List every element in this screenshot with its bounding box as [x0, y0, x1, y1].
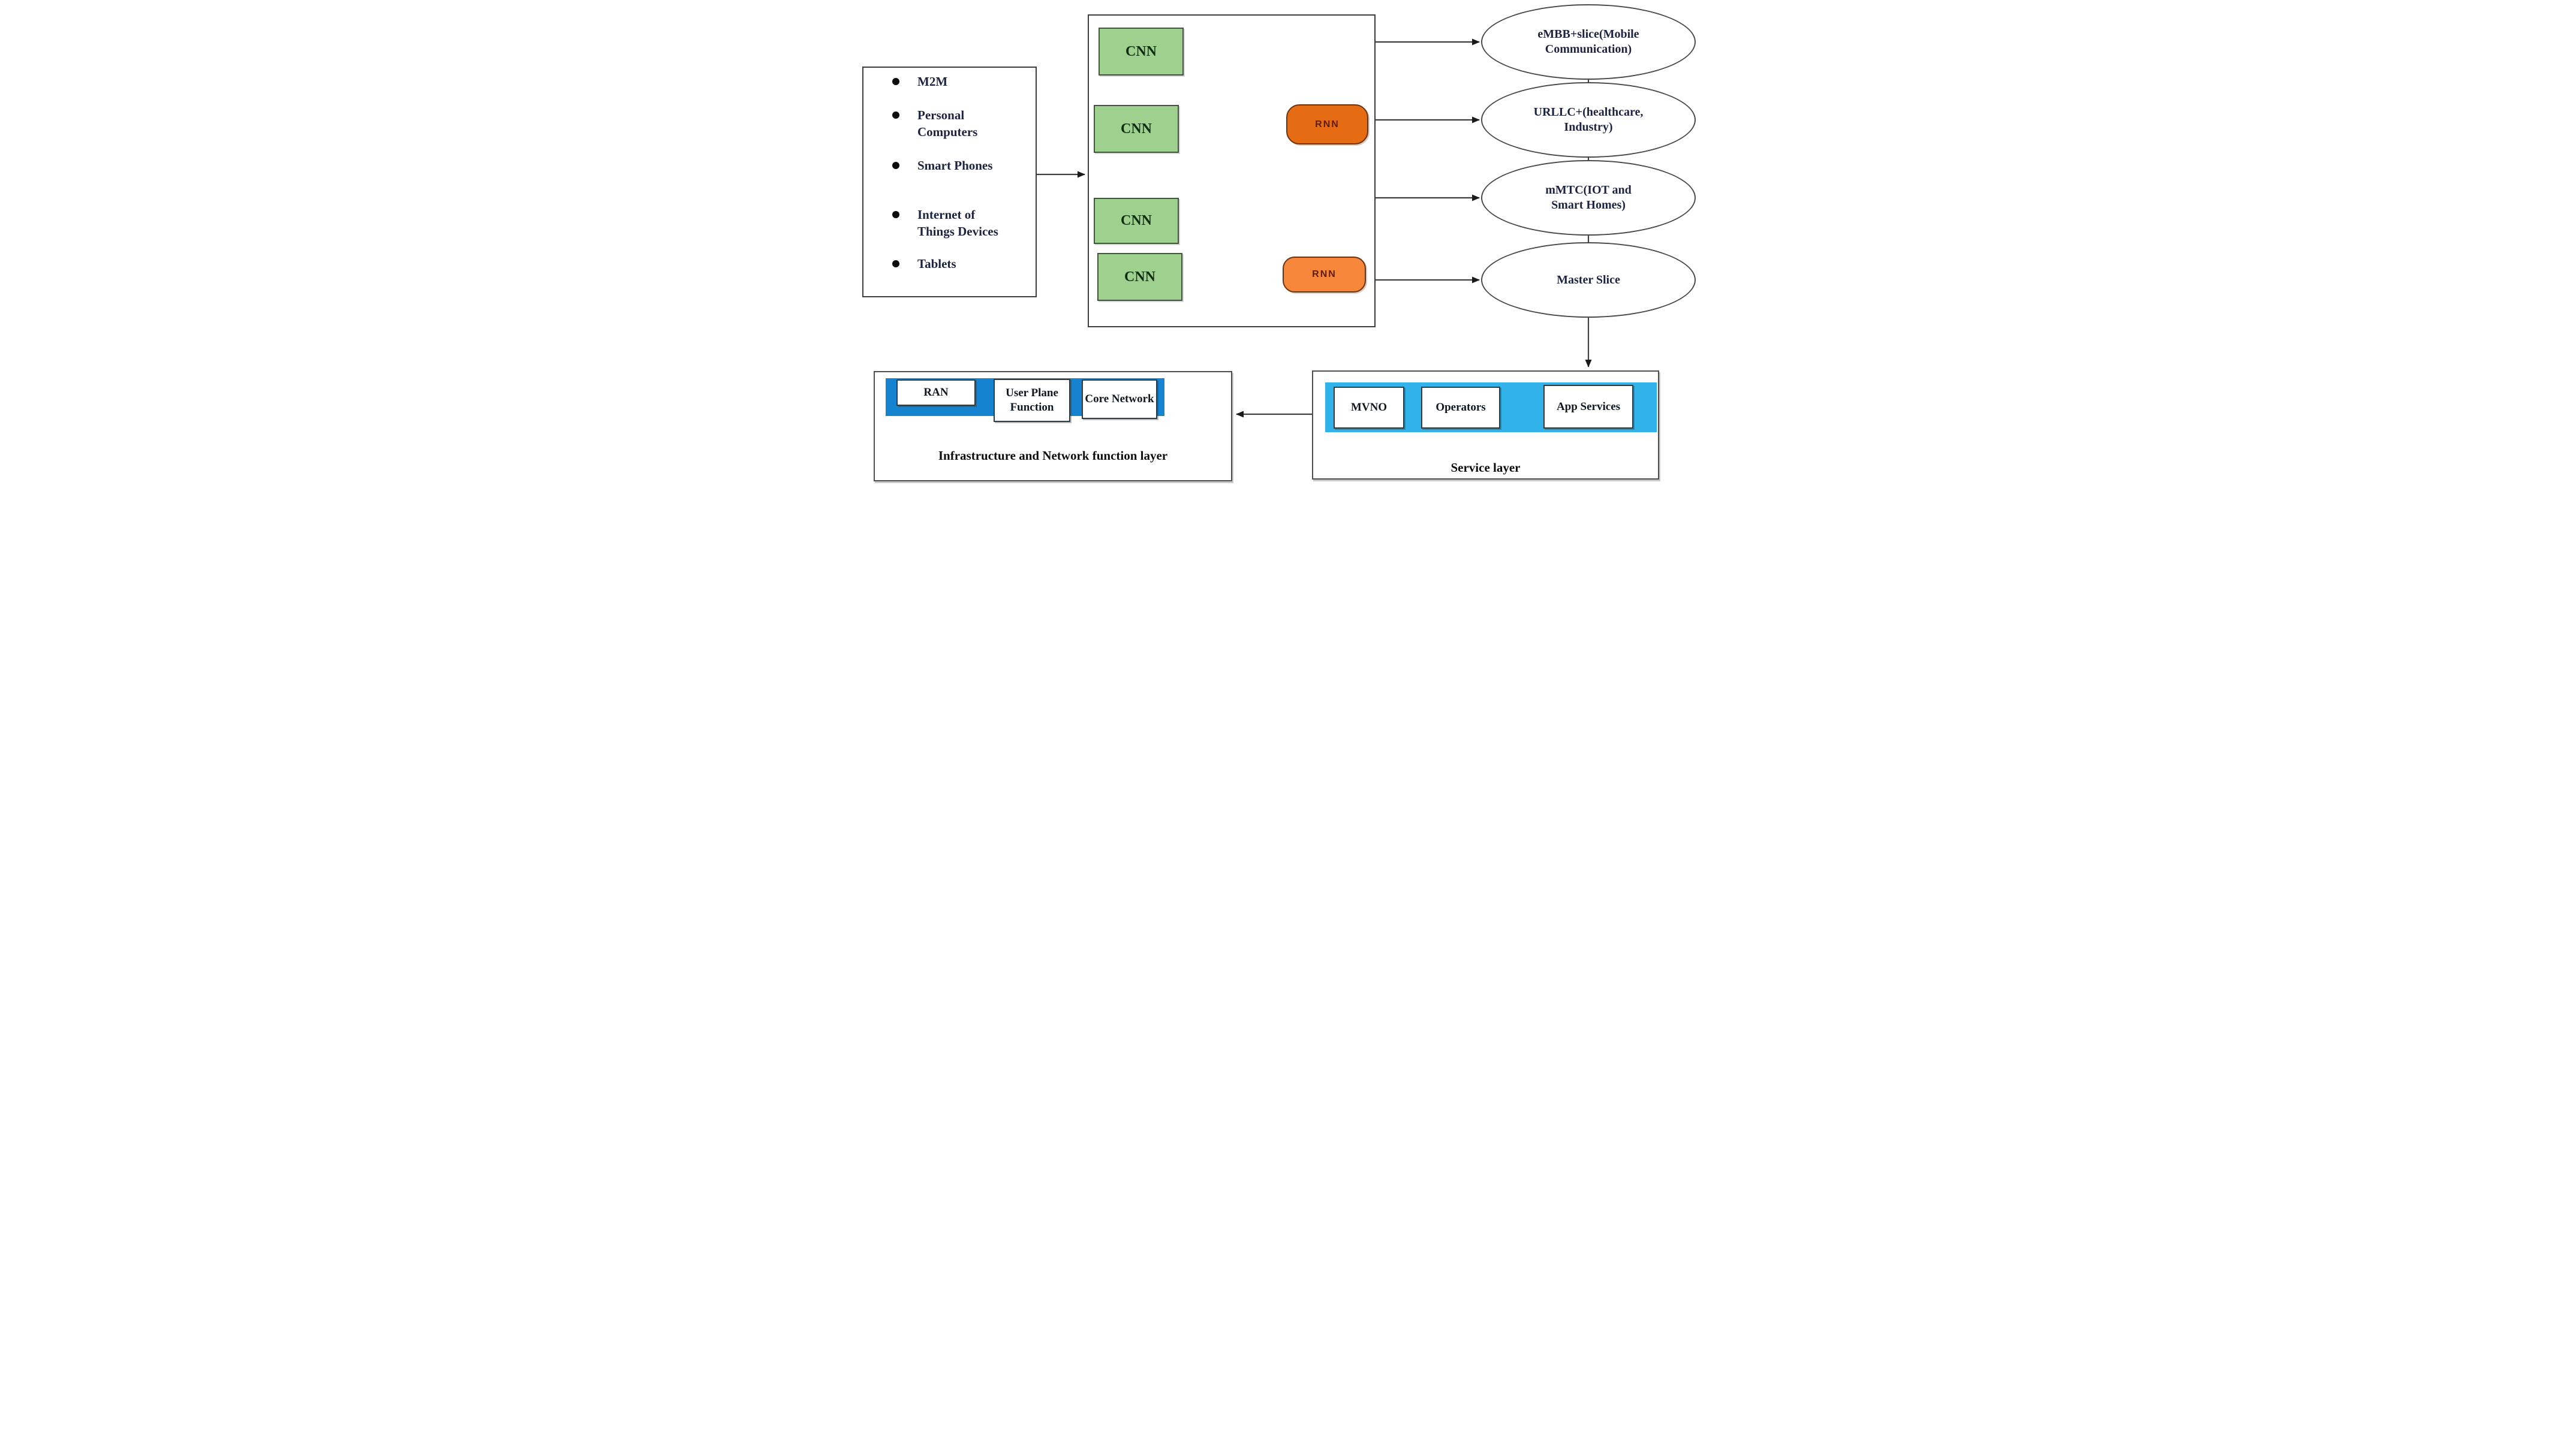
- bullet-icon: [892, 162, 899, 169]
- cnn-box-1: CNN: [1099, 28, 1184, 76]
- service-layer-caption: Service layer: [1450, 460, 1521, 475]
- devices-panel: M2M Personal Computers Smart Phones Inte…: [862, 67, 1037, 297]
- service-node-app-services: App Services: [1543, 385, 1633, 429]
- slice-ellipse-mmtc: mMTC(IOT and Smart Homes): [1481, 160, 1696, 236]
- bullet-icon: [892, 211, 899, 218]
- device-label: M2M: [917, 74, 948, 89]
- infrastructure-layer-box: RAN User Plane Function Core Network Inf…: [874, 371, 1232, 481]
- infra-node-core-network: Core Network: [1082, 379, 1157, 419]
- device-item: M2M: [892, 73, 1009, 90]
- slice-label: Industry): [1564, 120, 1613, 134]
- network-slicing-diagram: M2M Personal Computers Smart Phones Inte…: [854, 0, 1710, 486]
- device-item: Internet of Things Devices: [892, 206, 1009, 240]
- service-layer-box: MVNO Operators App Services Service laye…: [1312, 370, 1659, 480]
- device-label: Smart Phones: [917, 158, 993, 173]
- infra-node-ran: RAN: [896, 379, 976, 406]
- service-node-mvno: MVNO: [1334, 387, 1404, 429]
- slice-label: Smart Homes): [1551, 198, 1626, 212]
- slice-ellipse-master: Master Slice: [1481, 242, 1696, 318]
- bullet-icon: [892, 111, 899, 119]
- slice-label: mMTC(IOT and: [1545, 183, 1632, 197]
- device-item: Smart Phones: [892, 157, 1009, 174]
- device-label: Tablets: [917, 257, 956, 271]
- slice-label: Master Slice: [1557, 273, 1620, 287]
- slice-label: eMBB+slice(Mobile: [1537, 28, 1639, 41]
- cnn-box-4: CNN: [1097, 253, 1182, 301]
- device-label: Personal Computers: [917, 108, 978, 139]
- infrastructure-layer-caption: Infrastructure and Network function laye…: [938, 448, 1168, 463]
- slice-ellipse-embb: eMBB+slice(Mobile Communication): [1481, 4, 1696, 80]
- device-item: Personal Computers: [892, 107, 1009, 140]
- slice-label: URLLC+(healthcare,: [1533, 105, 1644, 119]
- cnn-box-2: CNN: [1094, 105, 1179, 153]
- device-label: Internet of Things Devices: [917, 207, 998, 239]
- infra-node-user-plane-function: User Plane Function: [994, 379, 1070, 422]
- slice-label: Communication): [1545, 43, 1632, 56]
- rnn-box-2: RNN: [1283, 257, 1366, 293]
- bullet-icon: [892, 260, 899, 267]
- rnn-box-1: RNN: [1286, 104, 1368, 144]
- device-item: Tablets: [892, 255, 1009, 272]
- slice-ellipse-urllc: URLLC+(healthcare, Industry): [1481, 82, 1696, 158]
- bullet-icon: [892, 78, 899, 85]
- cnn-box-3: CNN: [1094, 198, 1179, 244]
- service-node-operators: Operators: [1421, 387, 1500, 429]
